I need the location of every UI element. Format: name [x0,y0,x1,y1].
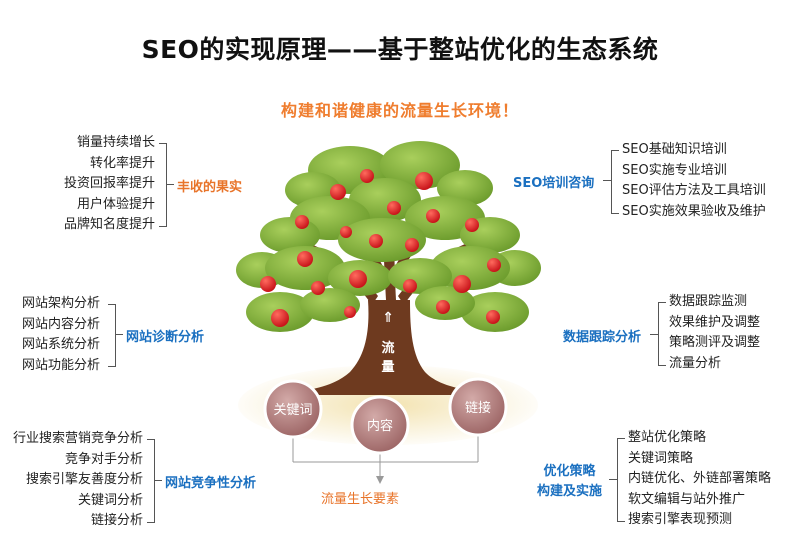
list-item: 网站系统分析 [22,337,101,352]
bracket [159,143,167,227]
bracket-tie [609,479,617,480]
root-circle-content: 内容 [350,395,410,455]
bracket-tie [154,480,162,481]
trunk-label-2: 量 [381,360,394,375]
list-item: 搜索引擎表现预测 [628,512,733,527]
list-item: 关键词分析 [77,492,143,508]
svg-text:关键词: 关键词 [273,403,312,418]
list-item: 策略测评及调整 [669,335,761,350]
trunk-label-1: 流 [381,340,394,356]
connector-arrowhead [376,476,384,484]
list-item: 网站架构分析 [22,296,101,311]
competition-items: 行业搜索营销竞争分析 竞争对手分析 搜索引擎友善度分析 关键词分析 链接分析 [5,429,143,532]
subtitle: 构建和谐健康的流量生长环境！ [280,101,519,120]
bracket [147,439,155,523]
bracket-tie [603,180,611,181]
list-item: 整站优化策略 [628,430,707,445]
strategy-items: 整站优化策略 关键词策略 内链优化、外链部署策略 软文编辑与站外推广 搜索引擎表… [628,428,771,531]
root-circle-keywords: 关键词 [263,379,323,439]
list-item: 投资回报率提升 [63,176,155,191]
seo-training-items: SEO基础知识培训 SEO实施专业培训 SEO评估方法及工具培训 SEO实施效果… [622,140,766,222]
bracket [108,304,116,367]
list-item: 销量持续增长 [76,135,155,150]
bracket-tie [650,334,658,335]
list-item: 行业搜索营销竞争分析 [12,431,143,446]
harvest-items: 销量持续增长 转化率提升 投资回报率提升 用户体验提升 品牌知名度提升 [20,133,155,236]
list-item: 搜索引擎友善度分析 [25,472,143,487]
list-item: 转化率提升 [89,155,155,171]
list-item: 流量分析 [669,355,722,371]
bracket [658,302,666,366]
list-item: 链接分析 [90,513,143,528]
list-item: 品牌知名度提升 [63,217,155,232]
category-site-diagnosis: 网站诊断分析 [126,330,205,345]
list-item: SEO实施专业培训 [622,162,727,178]
tree-trunk [285,300,490,395]
list-item: 网站内容分析 [22,316,101,332]
bracket-tie [115,334,123,335]
list-item: 竞争对手分析 [64,451,143,467]
list-item: SEO基础知识培训 [622,142,727,157]
trunk-arrow: ⇑ [382,310,394,326]
page-title: SEO的实现原理——基于整站优化的生态系统 [141,35,659,64]
list-item: 用户体验提升 [76,196,155,212]
list-item: 关键词策略 [628,450,694,466]
diagnosis-items: 网站架构分析 网站内容分析 网站系统分析 网站功能分析 [22,294,100,376]
category-strategy-line-1: 优化策略 [543,464,596,479]
category-seo-training: SEO培训咨询 [513,176,595,191]
list-item: SEO评估方法及工具培训 [622,183,766,198]
bracket [617,438,625,522]
list-item: 网站功能分析 [22,357,101,373]
svg-text:链接: 链接 [465,400,491,416]
list-item: 效果维护及调整 [669,314,761,330]
list-item: 软文编辑与站外推广 [628,491,746,507]
data-tracking-items: 数据跟踪监测 效果维护及调整 策略测评及调整 流量分析 [669,292,760,374]
svg-text:内容: 内容 [367,418,393,434]
list-item: 内链优化、外链部署策略 [628,471,772,486]
tree-apples [260,169,501,327]
bracket-tie [166,184,174,185]
category-strategy-line-2: 构建及实施 [537,484,603,499]
bracket [611,150,619,214]
list-item: SEO实施效果验收及维护 [622,203,766,219]
category-competition: 网站竞争性分析 [165,476,257,491]
category-strategy: 优化策略 构建及实施 [537,462,602,502]
root-circle-links: 链接 [448,377,508,437]
growth-factors-label: 流量生长要素 [320,492,399,507]
category-data-tracking: 数据跟踪分析 [563,330,642,345]
list-item: 数据跟踪监测 [669,294,748,309]
category-harvest: 丰收的果实 [177,180,243,195]
